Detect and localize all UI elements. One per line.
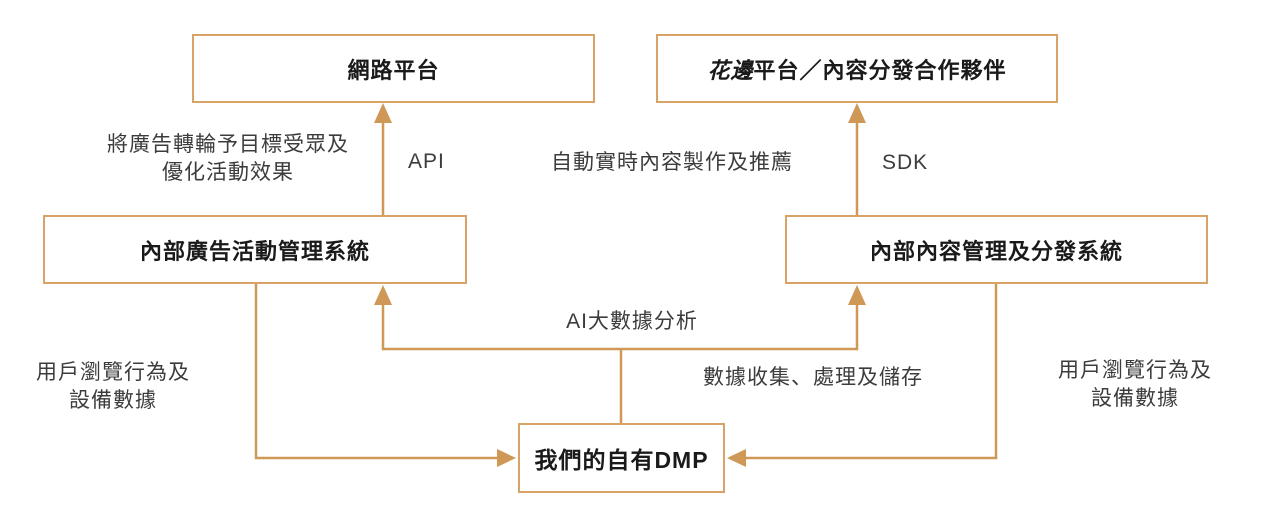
node-internal-ad-system-label: 內部廣告活動管理系統 — [139, 238, 370, 264]
label-ad-delivery: 將廣告轉輪予目標受眾及 優化活動效果 — [58, 131, 398, 187]
right-feed-connector-line — [744, 284, 998, 460]
node-own-dmp: 我們的自有DMP — [518, 423, 725, 493]
label-ai-analysis: AI大數據分析 — [566, 310, 698, 333]
node-internal-content-system-label: 內部內容管理及分發系統 — [869, 238, 1123, 264]
ai-analysis-connector-line — [381, 303, 859, 423]
node-huabian-brand: 花邊 — [707, 57, 754, 83]
left-feed-connector-line — [254, 284, 499, 460]
arrowhead-right-icon — [497, 449, 516, 467]
node-huabian-label: 平台／內容分發合作夥伴 — [753, 57, 1007, 83]
label-api: API — [408, 150, 445, 173]
label-user-data-right-line2: 設備數據 — [1091, 387, 1179, 410]
node-huabian-platform: 花邊平台／內容分發合作夥伴 — [656, 34, 1058, 103]
arrowhead-up-icon — [374, 103, 392, 123]
label-user-data-left-line2: 設備數據 — [69, 389, 157, 412]
label-user-data-right-line1: 用戶瀏覽行為及 — [1058, 359, 1212, 382]
label-user-data-right: 用戶瀏覽行為及 設備數據 — [1035, 357, 1235, 413]
label-user-data-left-line1: 用戶瀏覽行為及 — [36, 361, 190, 384]
node-web-platform: 網路平台 — [192, 34, 595, 103]
arrowhead-up-icon — [374, 285, 392, 305]
node-web-platform-label: 網路平台 — [347, 57, 440, 83]
arrowhead-up-icon — [848, 103, 866, 123]
node-internal-ad-system: 內部廣告活動管理系統 — [43, 215, 467, 284]
label-user-data-left: 用戶瀏覽行為及 設備數據 — [13, 359, 213, 415]
label-ad-delivery-line2: 優化活動效果 — [162, 161, 294, 184]
arrowhead-left-icon — [727, 449, 746, 467]
label-ad-delivery-line1: 將廣告轉輪予目標受眾及 — [107, 133, 349, 156]
arrowhead-up-icon — [848, 285, 866, 305]
label-auto-content: 自動實時內容製作及推薦 — [551, 151, 793, 174]
node-internal-content-system: 內部內容管理及分發系統 — [785, 215, 1208, 284]
label-data-collection: 數據收集、處理及儲存 — [703, 366, 923, 389]
label-sdk: SDK — [882, 151, 929, 174]
node-own-dmp-label: 我們的自有DMP — [534, 447, 709, 473]
